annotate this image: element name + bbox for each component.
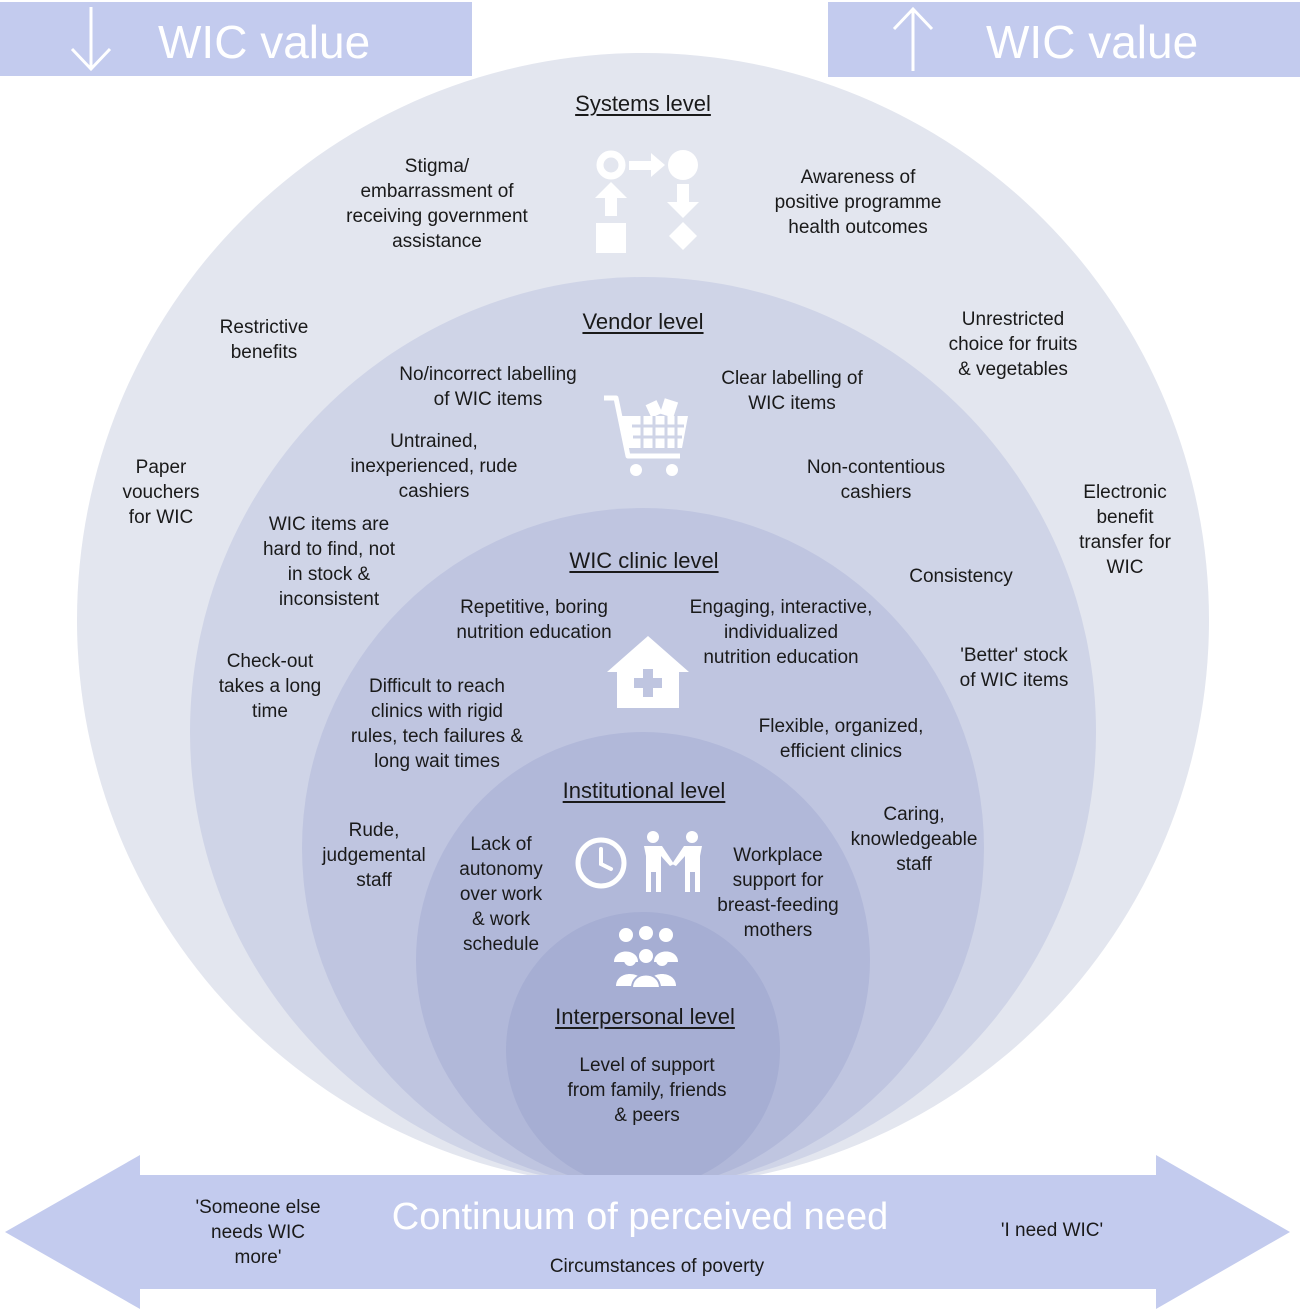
people-handshake-icon: [644, 831, 702, 892]
continuum-subtitle: Circumstances of poverty: [549, 1256, 765, 1277]
process-flow-icon: [595, 150, 699, 253]
clinic-positive-efficient: Flexible, organized,efficient clinics: [758, 716, 924, 762]
continuum-arrow: [5, 1155, 1290, 1309]
group-icon: [614, 926, 678, 989]
clinic-icon: [607, 636, 689, 708]
vendor-level-title: Vendor level: [582, 309, 704, 334]
interpersonal-level-title: Interpersonal level: [555, 1004, 735, 1029]
continuum-title: Continuum of perceived need: [391, 1196, 889, 1238]
ring-interpersonal: [506, 912, 780, 1188]
wic-value-decrease-banner: WIC value: [0, 2, 472, 76]
wic-value-increase-banner: WIC value: [828, 2, 1300, 77]
institutional-level-title: Institutional level: [562, 778, 726, 803]
vendor-positive-consistency: Consistency: [909, 566, 1013, 587]
banner-left-label: WIC value: [158, 16, 371, 68]
shopping-cart-icon: [604, 395, 688, 476]
systems-level-title: Systems level: [575, 91, 711, 116]
clock-icon: [575, 837, 627, 889]
banner-right-label: WIC value: [986, 16, 1199, 68]
up-arrow-icon: [892, 6, 934, 71]
continuum-right-quote: 'I need WIC': [1000, 1220, 1104, 1241]
clinic-level-title: WIC clinic level: [569, 548, 719, 573]
down-arrow-icon: [70, 7, 112, 72]
